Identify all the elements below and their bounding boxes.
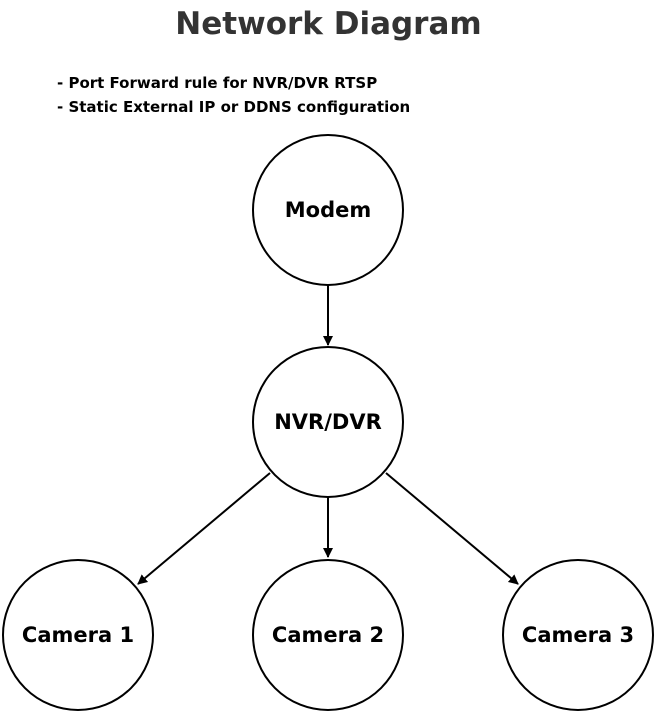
notes-list: - Port Forward rule for NVR/DVR RTSP - S…: [57, 71, 410, 119]
node-modem: Modem: [252, 134, 404, 286]
node-nvr-dvr: NVR/DVR: [252, 346, 404, 498]
camera-2-circle: [252, 559, 404, 711]
note-port-forward: - Port Forward rule for NVR/DVR RTSP: [57, 74, 378, 92]
camera-2-label: Camera 2: [272, 623, 384, 647]
camera-1-label: Camera 1: [22, 623, 134, 647]
camera-1-circle: [2, 559, 154, 711]
modem-label: Modem: [285, 198, 371, 222]
node-camera-1: Camera 1: [2, 559, 154, 711]
nvr-dvr-label: NVR/DVR: [274, 410, 382, 434]
nvr-dvr-circle: [252, 346, 404, 498]
camera-3-circle: [502, 559, 654, 711]
modem-circle: [252, 134, 404, 286]
note-static-ip: - Static External IP or DDNS configurati…: [57, 98, 411, 116]
edge-nvr-to-camera-3: [385, 472, 519, 585]
edge-nvr-to-camera-1: [137, 472, 271, 585]
camera-3-label: Camera 3: [522, 623, 634, 647]
diagram-title: Network Diagram: [175, 6, 482, 42]
node-camera-2: Camera 2: [252, 559, 404, 711]
node-camera-3: Camera 3: [502, 559, 654, 711]
